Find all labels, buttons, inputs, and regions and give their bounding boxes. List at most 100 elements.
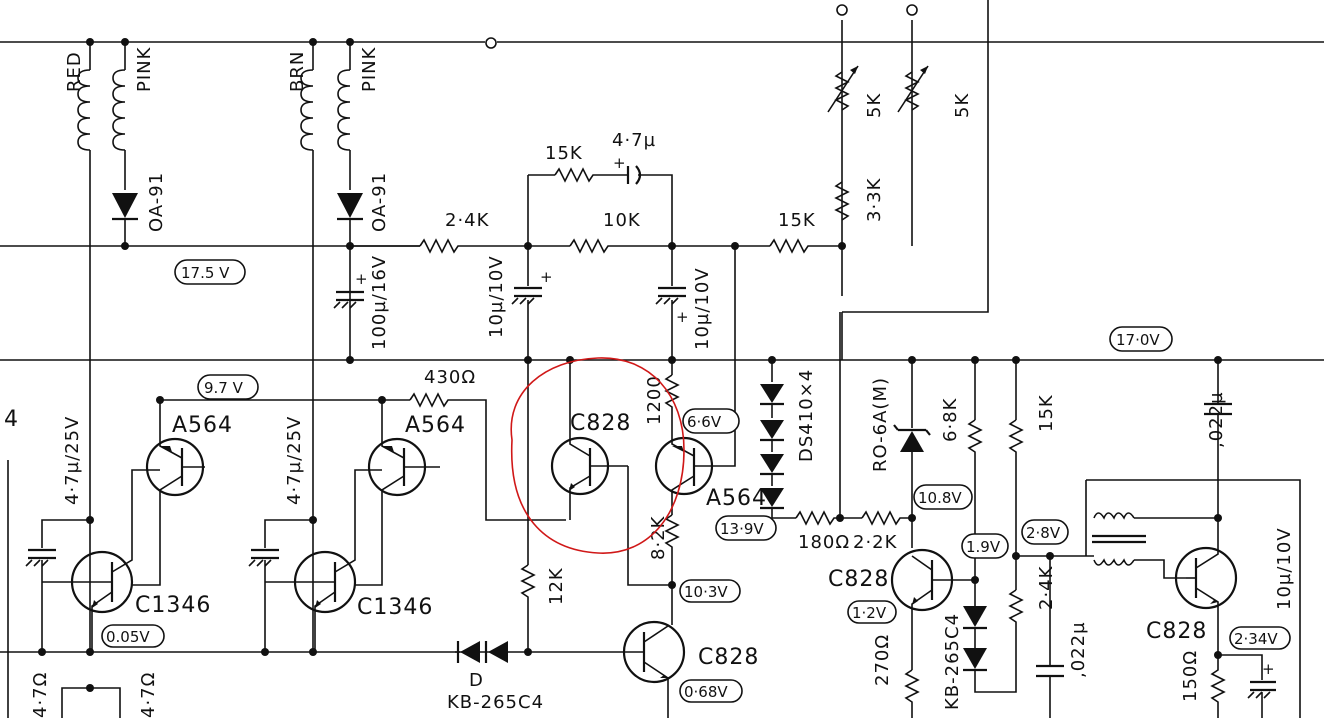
label-kb265c4-2: KB-265C4 bbox=[942, 613, 963, 710]
voltage-2-8: 2·8V bbox=[1026, 524, 1061, 542]
label-kb265c4-1: KB-265C4 bbox=[447, 692, 544, 713]
diode-stack-ds410 bbox=[760, 384, 784, 518]
label-oa91-2: OA-91 bbox=[369, 172, 390, 232]
resistor-6-8k bbox=[967, 419, 983, 580]
voltage-0-68-box bbox=[679, 679, 743, 703]
winding-red bbox=[77, 42, 91, 652]
transistor-c828-2 bbox=[528, 620, 686, 718]
cap-10u-right: + bbox=[1247, 660, 1276, 699]
label-cap-4-7u-25-a: 4·7µ/25V bbox=[62, 416, 83, 505]
coupling-transformer bbox=[1085, 479, 1301, 718]
resistor-180 bbox=[795, 510, 862, 526]
voltage-6-6-box bbox=[682, 408, 740, 434]
voltage-2-8-box bbox=[1021, 519, 1069, 545]
voltage-17-0: 17·0V bbox=[1116, 331, 1160, 349]
transistor-c1346-1 bbox=[42, 469, 160, 652]
voltage-1-9: 1.9V bbox=[966, 538, 1001, 556]
resistor-270 bbox=[904, 669, 920, 718]
resistor-150 bbox=[1210, 655, 1226, 718]
voltage-2-34-box bbox=[1229, 626, 1291, 650]
label-15k-mid: 15K bbox=[778, 210, 816, 231]
label-8-2k: 8·2K bbox=[648, 515, 669, 560]
label-c828-1: C828 bbox=[570, 411, 631, 436]
resistor-2-2k bbox=[861, 510, 912, 526]
label-ds410: DS410×4 bbox=[796, 369, 817, 462]
label-4-7-mid: 4·7Ω bbox=[138, 672, 159, 718]
label-15k-top: 15K bbox=[545, 143, 583, 164]
voltage-0-68: 0·68V bbox=[684, 683, 728, 701]
label-cap-4-7u-25-b: 4·7µ/25V bbox=[284, 416, 305, 505]
transistor-c1346-2 bbox=[265, 469, 382, 652]
label-cap-022-top: ,022µ bbox=[1206, 391, 1227, 448]
voltage-13-9: 13·9V bbox=[720, 520, 764, 538]
resistor-15k-right bbox=[1008, 419, 1024, 556]
left-edge-number: 4 bbox=[4, 407, 19, 432]
label-15k-right: 15K bbox=[1036, 394, 1057, 432]
cap-10u-a: + bbox=[511, 268, 553, 305]
label-cap-4-7u-top: 4·7µ bbox=[612, 130, 656, 151]
label-pot-5k-2: 5K bbox=[952, 93, 973, 118]
diode-kb265c4-2 bbox=[963, 606, 1017, 693]
transistor-c828-1 bbox=[550, 360, 628, 520]
terminal-pot-2 bbox=[906, 4, 918, 16]
label-3-3k: 3·3K bbox=[864, 177, 885, 222]
label-a564-1: A564 bbox=[172, 413, 233, 438]
voltage-1-9-box bbox=[961, 533, 1009, 559]
resistor-2-4k-top bbox=[419, 238, 528, 254]
resistor-12k bbox=[520, 564, 536, 605]
diode-oa91-1 bbox=[112, 193, 138, 246]
svg-text:+: + bbox=[355, 270, 369, 288]
label-180: 180Ω bbox=[798, 532, 850, 553]
label-c1346-2: C1346 bbox=[357, 595, 433, 620]
cap-022-top bbox=[1204, 402, 1232, 416]
resistor-8-2k bbox=[664, 514, 680, 585]
wire-label-pink-2: PINK bbox=[359, 46, 380, 92]
voltage-10-3-box bbox=[679, 579, 741, 603]
resistor-3-3k bbox=[834, 181, 850, 221]
resistor-15k-top bbox=[554, 167, 628, 183]
label-2-4k-right: 2·4K bbox=[1036, 565, 1057, 610]
label-4-7-left: 4·7Ω bbox=[30, 672, 51, 718]
voltage-9-7: 9.7 V bbox=[204, 379, 244, 397]
voltage-17-5-box bbox=[174, 259, 246, 285]
cap-4-7u-25-b bbox=[248, 548, 279, 567]
voltage-17-0-box bbox=[1109, 326, 1173, 352]
label-oa91-1: OA-91 bbox=[146, 172, 167, 232]
wire-label-brn: BRN bbox=[287, 51, 308, 92]
voltage-10-8: 10.8V bbox=[918, 489, 962, 507]
cap-4-7u-top: + bbox=[613, 154, 673, 246]
label-c1346-1: C1346 bbox=[135, 593, 211, 618]
winding-pink-1 bbox=[112, 42, 126, 190]
resistor-430 bbox=[409, 392, 566, 521]
label-10k: 10K bbox=[603, 210, 641, 231]
label-1200: 1200 bbox=[644, 375, 665, 425]
cap-4-7u-25-a bbox=[25, 548, 56, 567]
voltage-10-8-box bbox=[913, 484, 973, 510]
label-150: 150Ω bbox=[1180, 650, 1201, 702]
wire-label-pink-1: PINK bbox=[134, 46, 155, 92]
label-2-2k: 2·2K bbox=[853, 532, 898, 553]
winding-pink-2 bbox=[337, 42, 351, 190]
label-zener: RO-6A(M) bbox=[870, 377, 891, 472]
wire-label-red: RED bbox=[64, 51, 85, 92]
terminal-top-mid bbox=[485, 37, 497, 49]
diode-zener-ro6a bbox=[893, 424, 931, 452]
label-cap-100u: 100µ/16V bbox=[369, 255, 390, 350]
red-annotation-circle bbox=[510, 357, 685, 554]
voltage-2-34: 2·34V bbox=[1234, 630, 1278, 648]
resistor-15k-mid bbox=[769, 238, 842, 254]
transistor-a564-2 bbox=[355, 430, 440, 586]
label-6-8k: 6·8K bbox=[940, 397, 961, 442]
svg-text:+: + bbox=[1262, 660, 1276, 678]
transistor-c828-4 bbox=[1174, 546, 1238, 655]
transistor-c828-3 bbox=[890, 548, 975, 670]
voltage-17-5: 17.5 V bbox=[181, 264, 230, 282]
voltage-6-6: 6·6V bbox=[687, 413, 722, 431]
cap-10u-b: + bbox=[655, 286, 689, 326]
label-12k: 12K bbox=[546, 567, 567, 605]
label-cap-10u-b: 10µ/10V bbox=[692, 267, 713, 350]
label-kb-d: D bbox=[469, 670, 484, 691]
voltage-1-2: 1·2V bbox=[852, 604, 887, 622]
label-c828-2: C828 bbox=[698, 645, 759, 670]
